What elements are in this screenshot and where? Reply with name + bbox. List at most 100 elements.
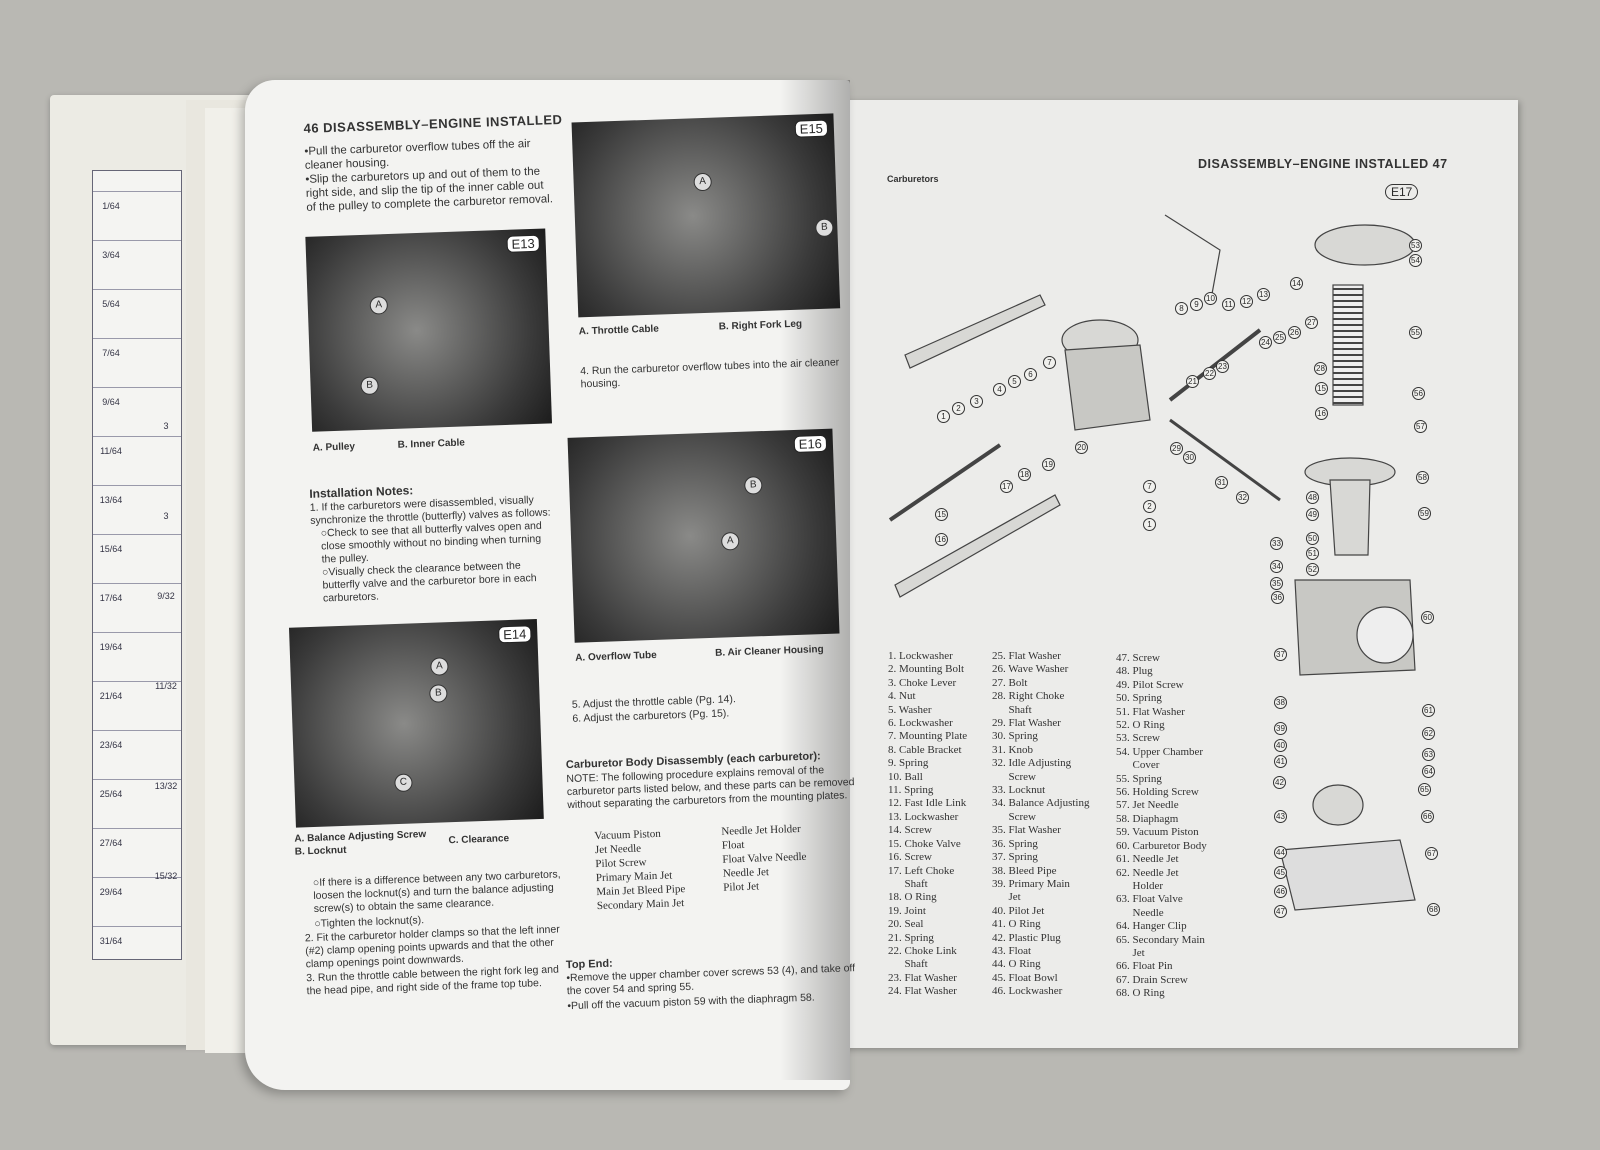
diagram-callout: 48 xyxy=(1306,491,1319,504)
diagram-callout: 12 xyxy=(1240,295,1253,308)
left-page: 46 DISASSEMBLY–ENGINE INSTALLED •Pull th… xyxy=(245,80,855,1090)
diagram-callout: 40 xyxy=(1274,739,1287,752)
ruler-fraction: 31/64 xyxy=(99,936,123,946)
ruler-line xyxy=(93,387,181,388)
diagram-callout: 26 xyxy=(1288,326,1301,339)
diagram-callout: 50 xyxy=(1306,532,1319,545)
diagram-callout: 52 xyxy=(1306,563,1319,576)
photo-e13: E13 A B xyxy=(305,228,553,432)
diagram-callout: 16 xyxy=(1315,407,1328,420)
ruler-line xyxy=(93,583,181,584)
diagram-callout: 7 xyxy=(1043,356,1056,369)
part: Pilot Jet xyxy=(723,880,760,894)
caption-b: B. Air Cleaner Housing xyxy=(714,644,824,659)
ruler-fraction: 15/64 xyxy=(99,544,123,554)
callout-b: B xyxy=(743,476,763,495)
caption-b: B. Right Fork Leg xyxy=(718,318,803,333)
intro-step-2: •Slip the carburetors up and out of them… xyxy=(305,165,554,214)
diagram-callout: 60 xyxy=(1421,611,1434,624)
ruler-line xyxy=(93,289,181,290)
spring xyxy=(1332,284,1364,406)
diagram-callout: 21 xyxy=(1186,375,1199,388)
ruler-line xyxy=(93,240,181,241)
diagram-callout: 32 xyxy=(1236,491,1249,504)
diagram-callout: 20 xyxy=(1075,441,1088,454)
figure-tag: E15 xyxy=(794,119,829,138)
choke-shaft xyxy=(1168,328,1262,402)
upper-cover xyxy=(1314,224,1416,266)
caption-b: B. Inner Cable xyxy=(397,437,466,451)
ruler-fraction: 17/64 xyxy=(99,593,123,603)
ruler-fraction: 9/32 xyxy=(157,591,175,601)
part: Secondary Main Jet xyxy=(596,897,685,913)
caption-a: A. Throttle Cable xyxy=(578,323,659,338)
left-choke-shaft xyxy=(888,443,1002,522)
diagram-callout: 18 xyxy=(1018,468,1031,481)
ruler-fraction: 13/32 xyxy=(154,781,178,791)
diagram-callout: 17 xyxy=(1000,480,1013,493)
diagram-callout: 45 xyxy=(1274,866,1287,879)
diagram-callout: 49 xyxy=(1306,508,1319,521)
part: Float Valve Needle xyxy=(722,850,807,866)
diagram-callout: 42 xyxy=(1273,776,1286,789)
diagram-callout: 24 xyxy=(1259,336,1272,349)
diagram-callout: 16 xyxy=(935,533,948,546)
photo-e16: E16 A B xyxy=(567,428,840,643)
cable-bracket xyxy=(1164,214,1221,306)
callout-b: B xyxy=(360,376,379,396)
ruler-line xyxy=(93,534,181,535)
figure-tag: E16 xyxy=(793,434,828,453)
diagram-callout: 25 xyxy=(1273,331,1286,344)
carburetor-body-left xyxy=(1064,344,1151,431)
diagram-callout: 29 xyxy=(1170,442,1183,455)
diagram-callout: 30 xyxy=(1183,451,1196,464)
diagram-callout: 37 xyxy=(1274,648,1287,661)
diagram-callout: 31 xyxy=(1215,476,1228,489)
diagram-callout: 43 xyxy=(1274,810,1287,823)
diagram-callout: 66 xyxy=(1421,810,1434,823)
step-4: 4. Run the carburetor overflow tubes int… xyxy=(580,356,840,391)
diagram-callout: 22 xyxy=(1203,367,1216,380)
callout-a: A xyxy=(430,657,449,676)
diagram-callout: 1 xyxy=(1143,518,1156,531)
ruler-line xyxy=(93,926,181,927)
diagram-callout: 44 xyxy=(1274,846,1287,859)
diagram-callout: 11 xyxy=(1222,298,1235,311)
ruler-fraction: 3 xyxy=(163,421,169,431)
diagram-callout: 68 xyxy=(1427,903,1440,916)
parts-list-col1: 1. Lockwasher 2. Mounting Bolt 3. Choke … xyxy=(888,650,968,998)
ruler-line xyxy=(93,828,181,829)
diagram-callout: 36 xyxy=(1271,591,1284,604)
caption-a: A. Pulley xyxy=(312,441,356,454)
ruler-fraction: 13/64 xyxy=(99,495,123,505)
ruler-fraction: 9/64 xyxy=(102,397,120,407)
install-step-1b: ○Visually check the clearance between th… xyxy=(321,559,537,605)
idle-screw xyxy=(1169,418,1281,502)
diagram-callout: 61 xyxy=(1422,704,1435,717)
callout-a: A xyxy=(693,172,712,192)
diagram-callout: 5 xyxy=(1008,375,1021,388)
diagram-callout: 38 xyxy=(1274,696,1287,709)
ruler-line xyxy=(93,436,181,437)
ruler-fraction: 15/32 xyxy=(154,871,178,881)
diagram-callout: 9 xyxy=(1190,298,1203,311)
diagram-callout: 7 xyxy=(1143,480,1156,493)
float-bowl xyxy=(1279,839,1416,911)
figure-tag: E13 xyxy=(506,234,541,253)
ruler-fraction: 23/64 xyxy=(99,740,123,750)
part: Needle Jet Holder xyxy=(721,822,801,838)
mounting-plate-bottom xyxy=(894,494,1061,598)
ruler-line xyxy=(93,338,181,339)
diagram-callout: 28 xyxy=(1314,362,1327,375)
right-page: DISASSEMBLY–ENGINE INSTALLED 47 Carburet… xyxy=(840,100,1518,1048)
diagram-callout: 51 xyxy=(1306,547,1319,560)
callout-a: A xyxy=(720,531,740,551)
diagram-callout: 3 xyxy=(970,395,983,408)
diagram-callout: 15 xyxy=(1315,382,1328,395)
callout-b: B xyxy=(429,684,448,703)
diagram-callout: 56 xyxy=(1412,387,1425,400)
section-title: Carburetors xyxy=(887,174,939,184)
diagram-callout: 6 xyxy=(1024,368,1037,381)
ruler-line xyxy=(93,779,181,780)
